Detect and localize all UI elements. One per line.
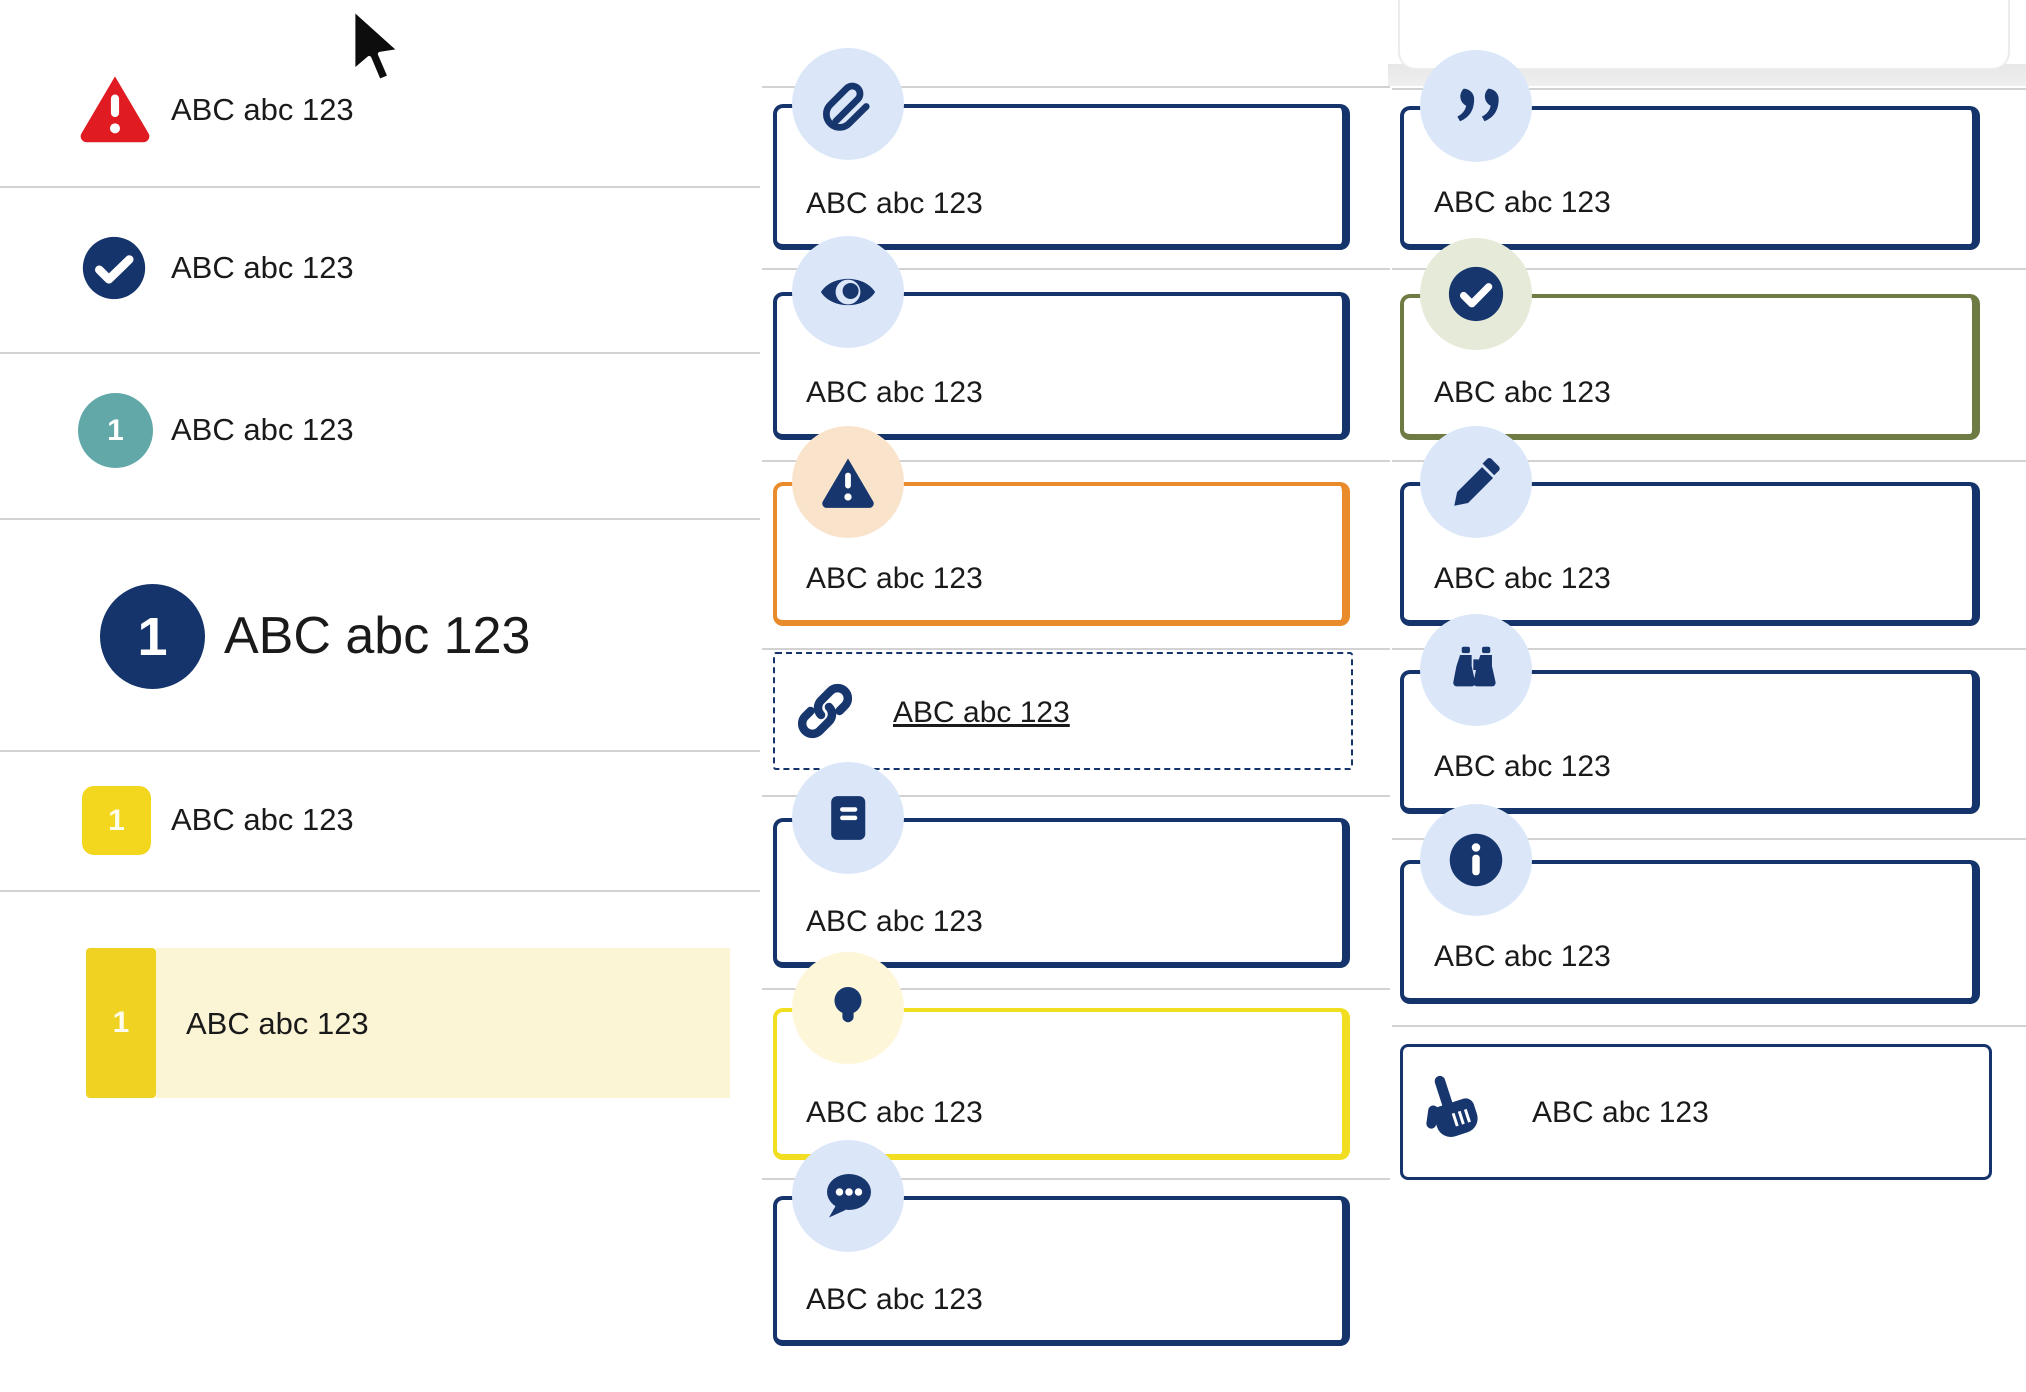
highlighted-row: [156, 948, 730, 1098]
chat-icon: [792, 1140, 904, 1252]
navy-number-badge-large: 1: [100, 584, 205, 689]
list-item-label: ABC abc 123: [171, 802, 354, 837]
callout-label: ABC abc 123: [806, 905, 983, 938]
pencil-icon: [1420, 426, 1532, 538]
callout-label: ABC abc 123: [1434, 750, 1611, 783]
callout-link: [773, 652, 1353, 770]
divider: [762, 988, 1390, 990]
lightbulb-icon: [792, 952, 904, 1064]
callout-label: ABC abc 123: [1532, 1096, 1709, 1129]
divider: [762, 648, 1390, 650]
divider: [0, 750, 760, 752]
list-item-label: ABC abc 123: [171, 92, 354, 127]
hand-pointer-icon: [1426, 1075, 1478, 1137]
binoculars-icon: [1420, 614, 1532, 726]
callout-label: ABC abc 123: [806, 562, 983, 595]
divider: [0, 352, 760, 354]
callout-label: ABC abc 123: [1434, 562, 1611, 595]
divider: [762, 1178, 1390, 1180]
warning-triangle-icon: [80, 76, 150, 143]
callout-label: ABC abc 123: [1434, 186, 1611, 219]
link-icon: [797, 683, 853, 739]
divider: [762, 268, 1390, 270]
callout-label: ABC abc 123: [1434, 940, 1611, 973]
callout-view: [773, 292, 1350, 440]
divider: [1392, 460, 2026, 462]
divider: [762, 795, 1390, 797]
callout-label: ABC abc 123: [806, 1283, 983, 1316]
yellow-number-badge: 1: [82, 786, 151, 855]
list-item-label-large: ABC abc 123: [224, 607, 531, 665]
teal-number-badge: 1: [78, 393, 153, 468]
divider: [1392, 88, 2026, 90]
warning-icon: [792, 426, 904, 538]
list-item-label: ABC abc 123: [171, 412, 354, 447]
divider: [1392, 1025, 2026, 1027]
book-icon: [792, 762, 904, 874]
divider: [1392, 648, 2026, 650]
list-item-label: ABC abc 123: [171, 250, 354, 285]
eye-icon: [792, 236, 904, 348]
divider: [1392, 838, 2026, 840]
divider: [1392, 268, 2026, 270]
callout-label: ABC abc 123: [806, 187, 983, 220]
yellow-number-tab: 1: [86, 948, 156, 1098]
callout-edit: [1400, 482, 1980, 626]
callout-label: ABC abc 123: [806, 1096, 983, 1129]
callout-label: ABC abc 123: [806, 376, 983, 409]
callout-action: [1400, 1044, 1992, 1180]
list-item-label: ABC abc 123: [186, 1006, 369, 1041]
divider: [762, 86, 1390, 88]
check-icon: [1420, 238, 1532, 350]
divider: [0, 518, 760, 520]
info-icon: [1420, 804, 1532, 916]
divider: [0, 186, 760, 188]
quote-icon: [1420, 50, 1532, 162]
callout-label: ABC abc 123: [1434, 376, 1611, 409]
divider: [762, 460, 1390, 462]
mouse-cursor-icon: [350, 6, 403, 84]
paperclip-icon: [792, 48, 904, 160]
callout-link-text[interactable]: ABC abc 123: [893, 696, 1070, 729]
divider: [0, 890, 760, 892]
check-circle-icon: [82, 236, 146, 300]
